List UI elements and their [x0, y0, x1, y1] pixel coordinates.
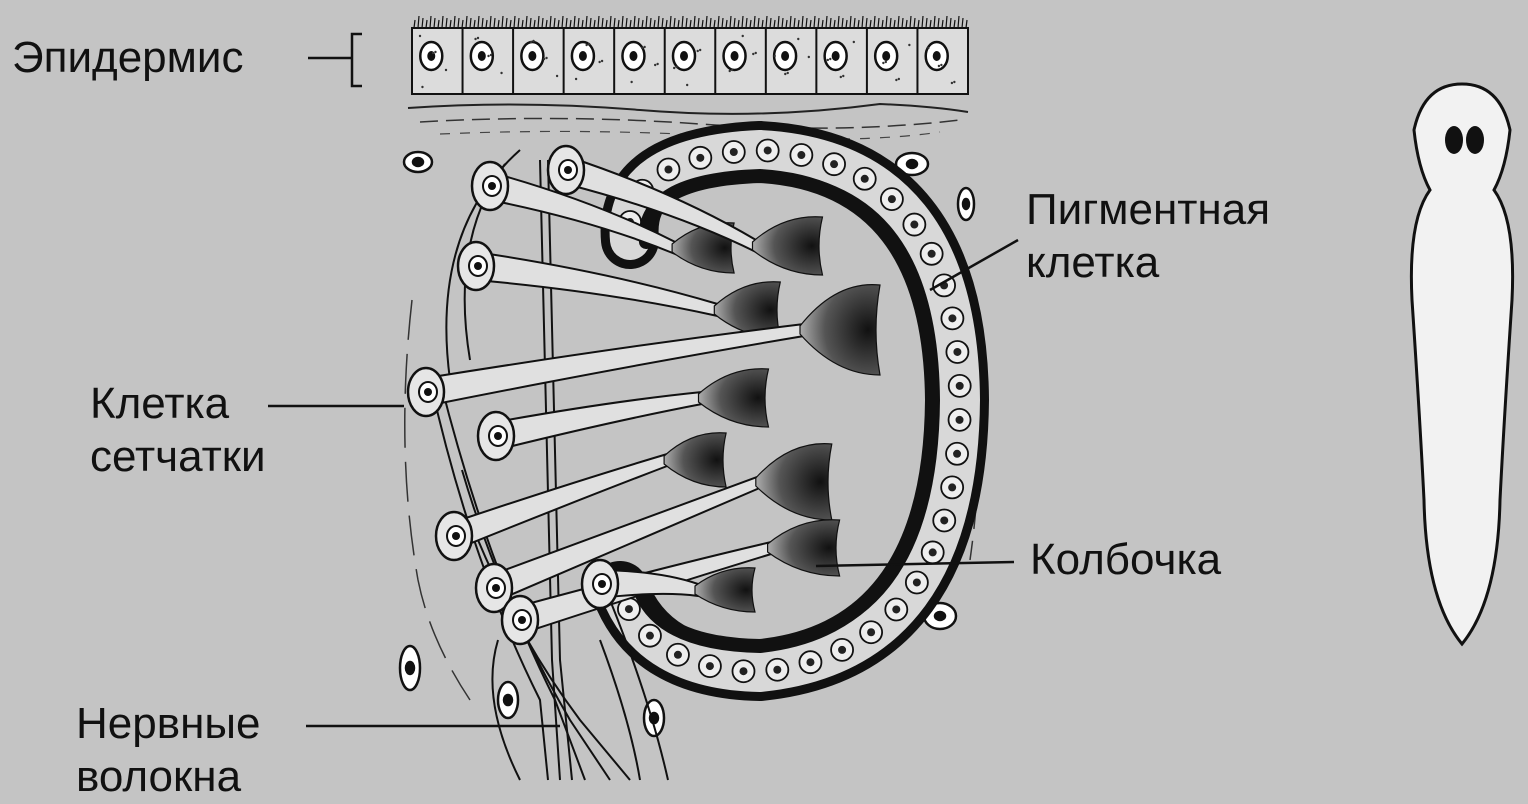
cone	[800, 285, 880, 375]
label-cone: Колбочка	[1030, 534, 1221, 587]
epidermis-leader	[308, 34, 362, 86]
pigment-cup-cell	[732, 660, 754, 682]
pigment-cup-cell	[885, 598, 907, 620]
pigment-cup-cell	[667, 644, 689, 666]
pigment-cup-cell	[922, 541, 944, 563]
pigment-cup-cell	[946, 443, 968, 465]
pigment-cup-cell	[903, 214, 925, 236]
pigment-cup-cell	[941, 476, 963, 498]
epidermis-layer	[408, 16, 968, 139]
pigment-cup-cell	[790, 144, 812, 166]
pigment-cup-cell	[949, 409, 971, 431]
pigment-cup-cell	[941, 307, 963, 329]
pigment-cup-cell	[906, 571, 928, 593]
pigment-cup-cell	[699, 655, 721, 677]
cone	[768, 520, 840, 576]
pigment-cup-cell	[921, 243, 943, 265]
pigment-cup-cell	[860, 621, 882, 643]
eyespot-right	[1466, 126, 1484, 154]
pigment-cup-cell	[933, 509, 955, 531]
pigment-cup-cell	[823, 153, 845, 175]
cone	[753, 217, 823, 275]
pigment-cup-cell	[657, 159, 679, 181]
pigment-cup-cell	[854, 168, 876, 190]
cone	[699, 369, 769, 427]
pigment-cup-cell	[723, 141, 745, 163]
pigment-cup-cell	[766, 659, 788, 681]
cone	[756, 444, 832, 520]
pigment-cup-cell	[757, 139, 779, 161]
pigment-cup-cell	[949, 375, 971, 397]
pigment-cup-cell	[831, 639, 853, 661]
planarian-body	[1411, 84, 1512, 644]
label-epidermis: Эпидермис	[12, 32, 243, 85]
cone	[664, 433, 726, 487]
pigment-cup-cell	[799, 651, 821, 673]
label-pigment-cell: Пигментная клетка	[1026, 184, 1270, 290]
pigment-cup-cell	[639, 625, 661, 647]
label-retina-cell: Клетка сетчатки	[90, 378, 266, 484]
label-nerve-fibers: Нервные волокна	[76, 698, 261, 804]
pigment-cup-cell	[881, 188, 903, 210]
pigment-cup-cell	[946, 341, 968, 363]
pigment-cup-cell	[689, 147, 711, 169]
retina-cell	[408, 285, 880, 416]
eyespot-left	[1445, 126, 1463, 154]
